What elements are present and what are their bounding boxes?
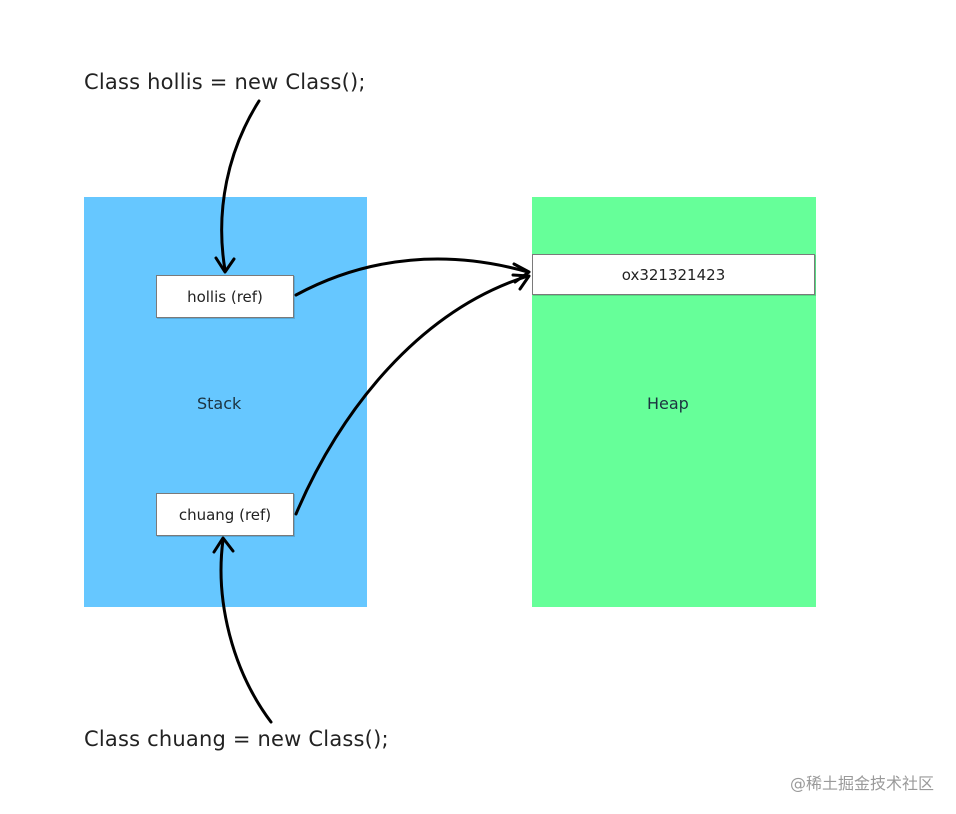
- ref-label-hollis: hollis (ref): [187, 287, 263, 306]
- ref-label-chuang: chuang (ref): [178, 505, 272, 524]
- code-line-hollis: Class hollis = new Class();: [84, 70, 366, 94]
- code-line-chuang: Class chuang = new Class();: [84, 727, 389, 751]
- ref-box-chuang: chuang (ref): [156, 493, 294, 536]
- ref-box-hollis: hollis (ref): [156, 275, 294, 318]
- watermark: @稀土掘金技术社区: [789, 774, 934, 793]
- heap-address-box: ox321321423: [532, 254, 815, 295]
- stack-label: Stack: [197, 394, 242, 413]
- arrowhead-heap-top-icon: [512, 262, 531, 284]
- heap-label: Heap: [647, 394, 689, 413]
- arrowhead-heap-bottom-icon: [511, 273, 531, 291]
- heap-address-label: ox321321423: [621, 265, 726, 284]
